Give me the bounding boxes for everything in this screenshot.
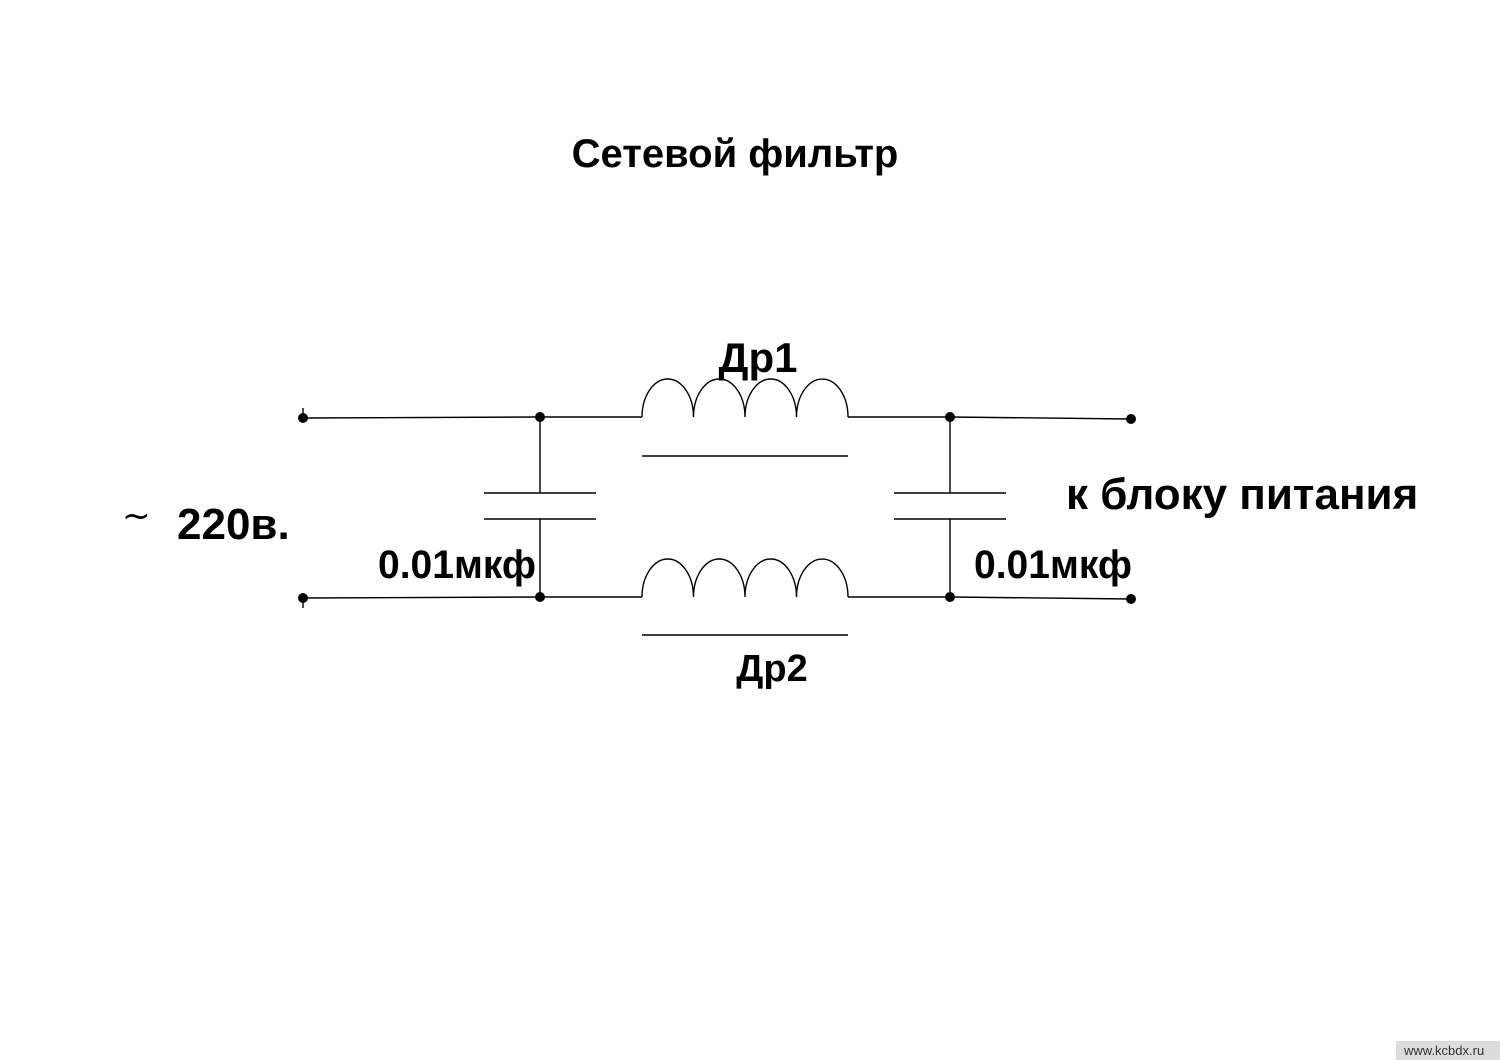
top-rail	[302, 408, 1132, 420]
junction-dot	[945, 412, 955, 422]
bottom-wire-output	[949, 596, 1132, 600]
capacitor-c1: 0.01мкф	[378, 417, 596, 597]
watermark-background	[1396, 1041, 1500, 1060]
watermark-text: www.kcbdx.ru	[1403, 1043, 1484, 1058]
input-terminal-top	[298, 413, 308, 423]
output-terminal-bottom	[1126, 594, 1136, 604]
input-terminal-bottom	[298, 593, 308, 603]
input-voltage-label: 220в.	[177, 500, 290, 549]
output-terminal-top	[1126, 414, 1136, 424]
output-label: к блоку питания	[1066, 470, 1418, 519]
choke-dr1-label: Др1	[719, 334, 798, 381]
capacitor-c2-value: 0.01мкф	[974, 543, 1132, 587]
ac-symbol-icon: ~	[122, 496, 151, 536]
junction-dot	[535, 592, 545, 602]
junction-dot	[535, 412, 545, 422]
junction-dots	[298, 412, 1136, 604]
junction-dot	[945, 592, 955, 602]
choke-dr1: Др1	[641, 334, 849, 457]
top-wire-input	[302, 416, 541, 419]
diagram-title: Сетевой фильтр	[572, 132, 899, 176]
choke-dr2-label: Др2	[736, 648, 807, 690]
capacitor-c2: 0.01мкф	[894, 417, 1132, 597]
bottom-wire-input	[302, 596, 541, 599]
capacitor-c1-value: 0.01мкф	[378, 543, 536, 587]
choke-dr2-winding	[641, 558, 849, 598]
bottom-rail	[302, 596, 1132, 608]
watermark: www.kcbdx.ru	[1396, 1041, 1500, 1060]
choke-dr2: Др2	[641, 558, 849, 690]
choke-dr1-winding	[641, 378, 849, 418]
top-wire-output	[949, 416, 1132, 420]
